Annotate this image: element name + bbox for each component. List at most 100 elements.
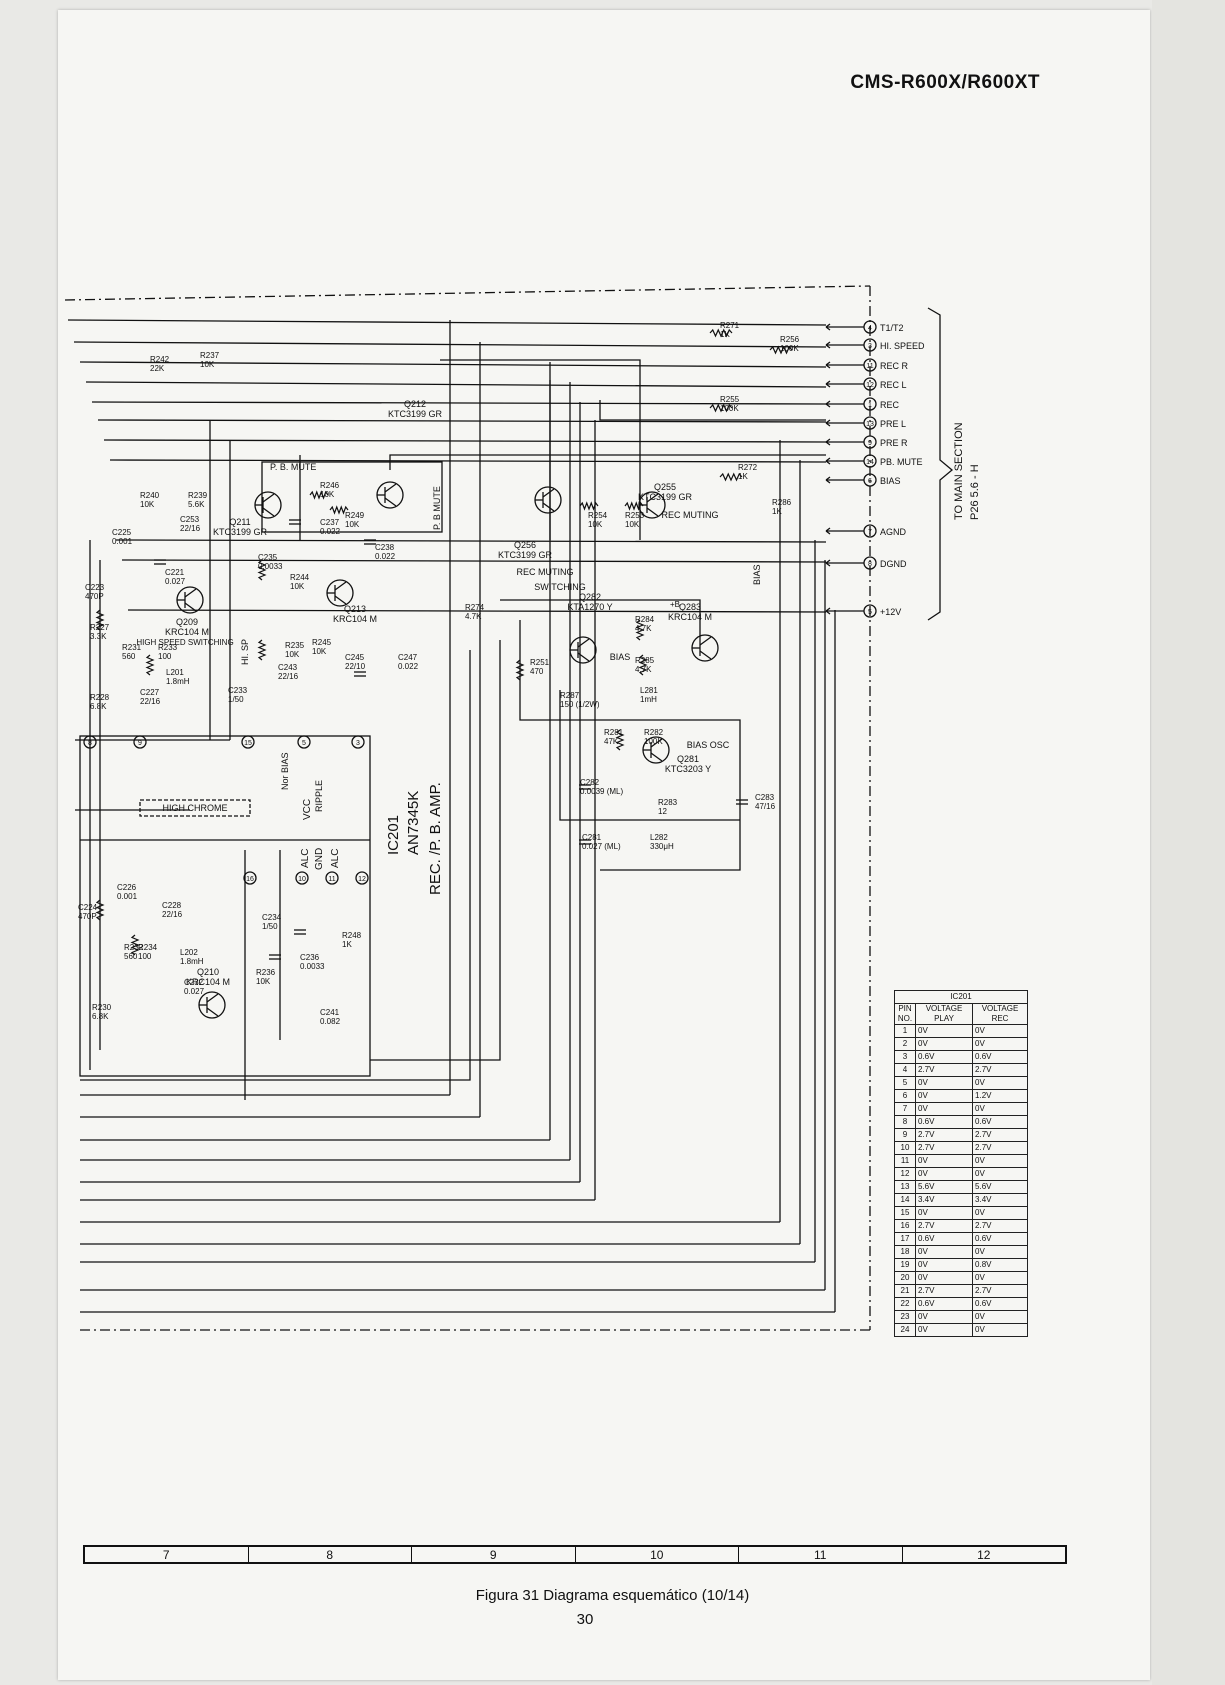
wire [127,609,827,613]
component-ref: R253 [625,511,645,520]
ic-pin-number: 9 [138,740,142,747]
component-value: 12 [658,807,667,816]
resistor-symbol [579,501,599,511]
resistor-symbol [635,619,645,641]
component-value: 10K [256,977,271,986]
wire [97,419,827,423]
wire [646,493,659,503]
transistor-type: KTC3199 GR [388,409,443,419]
transistor-type: KTC3203 Y [665,764,711,774]
voltage-table-header-pin: PIN NO. [894,1003,916,1025]
voltage-rec-cell: 0.8V [972,1258,1028,1272]
component-value: 560 [122,652,136,661]
wire [825,562,831,567]
grid-column-11: 11 [739,1547,903,1562]
pb-mute-vertical-label: P. B MUTE [432,486,442,530]
component-ref: C282 [580,778,600,787]
voltage-rec-cell: 0.6V [972,1297,1028,1311]
voltage-pin-cell: 24 [894,1323,916,1337]
component-ref: R249 [345,511,365,520]
component-ref: C234 [262,913,282,922]
component-value: 22/16 [278,672,299,681]
resistor-symbol [515,659,525,681]
resistor-symbol [709,403,733,413]
component-ref: C224 [78,903,98,912]
wire [825,383,831,388]
connector-pin-number: 4 [868,325,872,332]
voltage-pin-cell: 23 [894,1310,916,1324]
nor-bias-label: Nor BIAS [280,752,290,790]
component-value: 3.3K [90,632,107,641]
component-ref: R286 [772,498,792,507]
voltage-pin-cell: 5 [894,1076,916,1090]
connector-pin-number: 11 [866,363,873,370]
ic-pin-number: 12 [358,876,366,883]
bias-label: BIAS [610,652,631,662]
wire [825,607,831,612]
component-ref: C253 [180,515,200,524]
component-value: 4.7K [465,612,482,621]
component-value: 1/50 [262,922,278,931]
voltage-rec-cell: 2.7V [972,1128,1028,1142]
component-value: 470P [85,592,104,601]
component-value: 10K [625,520,640,529]
wire [825,403,831,408]
component-ref: R256 [780,335,800,344]
plus-b-label: +B [670,600,680,609]
wire [825,400,831,405]
voltage-pin-cell: 20 [894,1271,916,1285]
wire [206,1007,219,1017]
transistor-type: KTA1270 Y [567,602,612,612]
connector-pin-number: 13 [866,421,874,428]
connector-pin-number: 8 [868,561,872,568]
wire [206,993,219,1003]
component-ref: R274 [465,603,485,612]
wire [262,493,275,503]
transistor-symbol [642,736,670,764]
voltage-pin-cell: 8 [894,1115,916,1129]
connector-pin-number: 12 [866,382,874,389]
component-value: 1K [738,472,748,481]
ic-pin-number: 3 [356,740,360,747]
component-ref: R285 [635,656,655,665]
voltage-rec-cell: 5.6V [972,1180,1028,1194]
wire [825,476,831,481]
ic-pin-9 [133,735,147,749]
voltage-rec-cell: 0.6V [972,1050,1028,1064]
ic-pin-11 [325,871,339,885]
component-ref: C281 [582,833,602,842]
pb-mute-block [261,461,443,533]
voltage-pin-cell: 3 [894,1050,916,1064]
voltage-play-cell: 0V [914,1271,974,1285]
component-value: 0.027 [165,577,186,586]
ic201-box [79,735,371,1077]
connector-pin-number: 5 [868,609,872,616]
component-value: 10K [345,520,360,529]
connector-pin-label: PRE R [880,438,908,448]
voltage-pin-cell: 9 [894,1128,916,1142]
voltage-play-cell: 0V [914,1076,974,1090]
component-ref: R254 [588,511,608,520]
ic-pin-number: 8 [88,740,92,747]
connector-pin-label: T1/T2 [880,323,904,333]
ic-pin-number: 11 [328,876,335,883]
voltage-pin-cell: 18 [894,1245,916,1259]
transistor-type: KRC104 M [186,977,230,987]
wire [825,323,831,328]
connector-pin-number: 9 [868,440,872,447]
component-ref: R231 [122,643,142,652]
wire [184,602,197,612]
voltage-play-cell: 2.7V [914,1219,974,1233]
component-ref: R287 [560,691,580,700]
transistor-symbol [376,481,404,509]
wire [825,610,831,615]
bias-vertical-label: BIAS [752,564,762,585]
transistor-symbol [534,486,562,514]
component-value: 1/50 [228,695,244,704]
